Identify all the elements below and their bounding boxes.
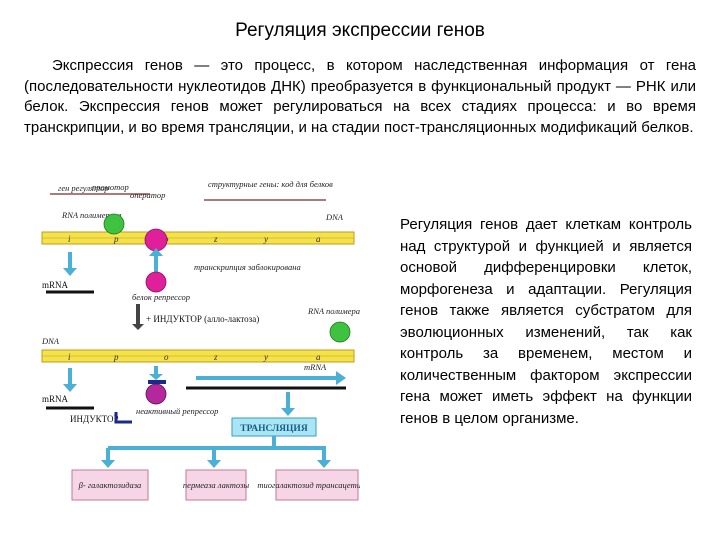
arrow-up-repressor <box>149 248 163 272</box>
inducer-step-label: + ИНДУКТОР (алло-лактоза) <box>146 314 259 324</box>
segment-i-1: i <box>68 234 71 244</box>
arrow-down-2 <box>63 368 77 392</box>
segment-z-2: z <box>213 352 218 362</box>
repressor-protein-label: белок репрессор <box>132 292 190 302</box>
repressor-bound <box>144 228 168 252</box>
inactive-repressor <box>145 383 167 405</box>
segment-y-2: y <box>263 352 268 362</box>
mrna-label-1: mRNA <box>42 280 69 290</box>
structural-genes-label: структурные гены: код для белков <box>208 179 333 189</box>
lac-operon-diagram: ген регулятор промотор оператор структур… <box>36 176 360 512</box>
dna-label-1: DNA <box>325 212 344 222</box>
segment-o-2: o <box>164 352 169 362</box>
transcription-blocked-label: транскрипция заблокирована <box>194 262 301 272</box>
product-label-2: пермеаза лактозы <box>183 480 249 490</box>
inducer-mark <box>114 412 132 424</box>
arrow-down-1 <box>63 252 77 276</box>
operator-label: оператор <box>130 190 165 200</box>
segment-z-1: z <box>213 234 218 244</box>
arrow-translation-down <box>281 392 295 416</box>
arrow-down-inducer <box>132 304 144 330</box>
mrna-label-2: mRNA <box>304 362 327 372</box>
segment-a-1: a <box>316 234 321 244</box>
product-box-3 <box>275 469 359 501</box>
product-label-1: β- галактозидаза <box>78 480 142 490</box>
promoter-label: промотор <box>92 182 129 192</box>
inducer-label: ИНДУКТОР <box>70 414 119 424</box>
rna-polymerase-label-2: RNA полимераза <box>307 306 360 316</box>
inactive-repressor-cap <box>148 380 166 384</box>
rna-polymerase-1 <box>103 213 125 235</box>
rna-polymerase-2 <box>329 321 351 343</box>
translation-label: ТРАНСЛЯЦИЯ <box>240 424 308 434</box>
product-box-1 <box>71 469 149 501</box>
arrow-right-long <box>196 371 346 385</box>
rna-polymerase-label-1: RNA полимераза <box>61 210 122 220</box>
arrow-down-3 <box>149 366 163 380</box>
segment-p-1: p <box>113 234 119 244</box>
lac-operon-svg: ген регулятор промотор оператор структур… <box>41 179 360 501</box>
inactive-repressor-label: неактивный репрессор <box>136 406 218 416</box>
repressor-free <box>145 271 167 293</box>
gene-regulator-label: ген регулятор <box>58 183 109 193</box>
mrna-label-3: mRNA <box>42 394 69 404</box>
segment-i-2: i <box>68 352 71 362</box>
arrow-product-1 <box>101 448 115 468</box>
segment-p-2: p <box>113 352 119 362</box>
product-label-3: тиогалактозид трансацетилаза <box>257 480 360 490</box>
segment-y-1: y <box>263 234 268 244</box>
side-paragraph: Регуляция генов дает клеткам контроль на… <box>400 216 692 427</box>
intro-paragraph: Экспрессия генов — это процесс, в которо… <box>24 57 696 136</box>
dna-label-2: DNA <box>41 336 60 346</box>
segment-a-2: a <box>316 352 321 362</box>
product-box-2 <box>185 469 247 501</box>
dna-strip-2-segments: i p o z y a <box>68 352 321 362</box>
arrow-product-2 <box>207 448 221 468</box>
page-title: Регуляция экспрессии генов <box>235 20 485 41</box>
arrow-product-3 <box>317 448 331 468</box>
